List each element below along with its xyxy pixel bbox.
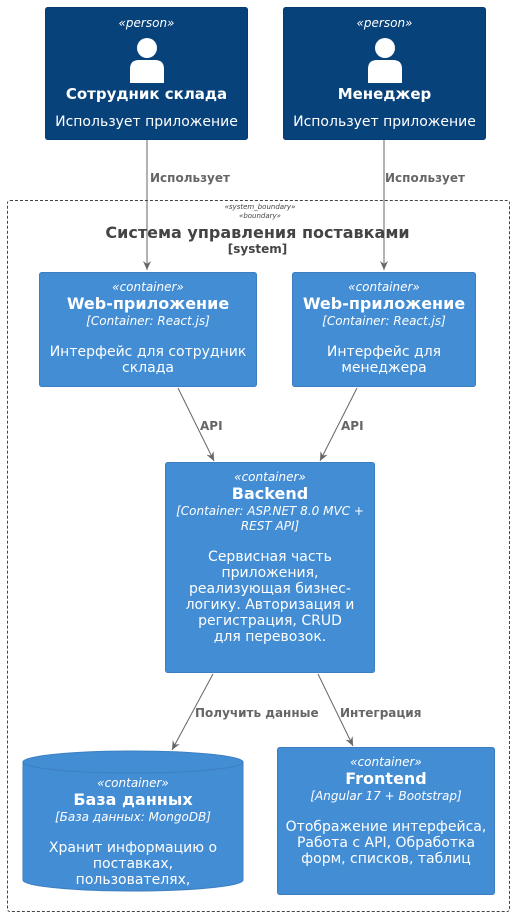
container-description: Интерфейс для менеджера — [326, 344, 442, 376]
edge-backend-to-frontend — [317, 673, 354, 747]
edge-label-api-2: API — [341, 419, 364, 433]
container-web-manager[interactable]: «container» Web-приложение [Container: R… — [292, 272, 476, 387]
database-cylinder[interactable] — [22, 750, 244, 894]
edge-web2-to-backend — [319, 387, 358, 462]
system-boundary — [7, 200, 510, 912]
container-stereotype: «container» — [97, 776, 169, 790]
container-description: Хранит информацию о поставках, пользоват… — [48, 840, 218, 904]
container-backend[interactable]: «container» Backend [Container: ASP.NET … — [165, 462, 375, 673]
boundary-title: Система управления поставками — [105, 223, 410, 242]
container-stereotype: «container» — [112, 280, 184, 294]
container-stereotype: «container» — [348, 280, 420, 294]
container-name: База данных — [73, 790, 193, 809]
container-tech: [База данных: MongoDB] — [54, 810, 211, 824]
person-name: Сотрудник склада — [65, 85, 228, 103]
container-tech: [Container: ASP.NET 8.0 MVC + REST API] — [176, 504, 364, 533]
container-name: Backend — [231, 484, 309, 503]
container-description: Сервисная часть приложения, реализующая … — [185, 549, 355, 645]
edge-label-uses-2: Использует — [385, 171, 465, 185]
container-tech: [Container: React.js] — [86, 314, 210, 328]
boundary-type: [system] — [227, 242, 288, 256]
person-icon — [367, 38, 402, 83]
person-stereotype: «person» — [356, 16, 413, 30]
container-web-worker[interactable]: «container» Web-приложение [Container: R… — [39, 272, 257, 387]
person-stereotype: «person» — [118, 16, 175, 30]
container-tech: [Container: React.js] — [322, 314, 446, 328]
container-frontend[interactable]: «container» Frontend [Angular 17 + Boots… — [277, 747, 495, 895]
person-manager[interactable]: «person» Менеджер Использует приложение — [283, 7, 486, 140]
edge-label-get-data: Получить данные — [195, 706, 319, 720]
edge-label-uses-1: Использует — [150, 171, 230, 185]
boundary-stereotype-2: «boundary» — [239, 212, 281, 220]
person-name: Менеджер — [337, 85, 432, 103]
container-description: Интерфейс для сотрудник склада — [49, 344, 247, 376]
container-name: Web-приложение — [66, 294, 230, 313]
container-database: «container» База данных [База данных: Mo… — [22, 768, 244, 904]
person-description: Использует приложение — [55, 114, 238, 130]
container-description: Отображение интерфейса, Работа с API, Об… — [285, 819, 487, 867]
container-stereotype: «container» — [350, 755, 422, 769]
person-icon — [129, 38, 164, 83]
container-stereotype: «container» — [234, 470, 306, 484]
person-description: Использует приложение — [293, 114, 476, 130]
edge-backend-to-db — [171, 673, 214, 751]
person-warehouse-worker[interactable]: «person» Сотрудник склада Использует при… — [45, 7, 248, 140]
boundary-stereotype: «system_boundary» — [224, 203, 296, 211]
container-tech: [Angular 17 + Bootstrap] — [310, 789, 462, 803]
container-name: Frontend — [345, 769, 427, 788]
edge-label-api-1: API — [200, 419, 223, 433]
edge-label-integration: Интеграция — [340, 706, 422, 720]
container-name: Web-приложение — [302, 294, 466, 313]
edge-web1-to-backend — [177, 387, 215, 462]
